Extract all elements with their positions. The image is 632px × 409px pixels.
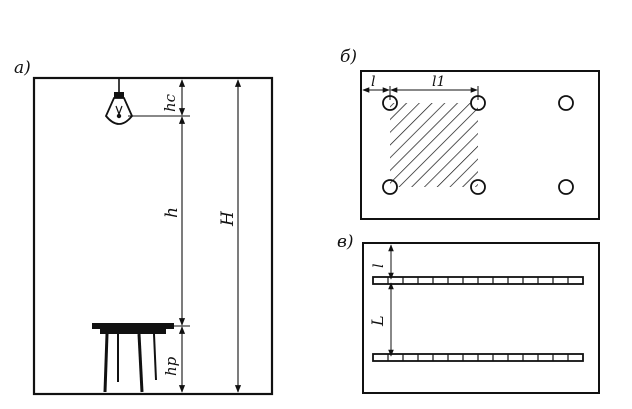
dim-spacing-c: L — [368, 315, 387, 327]
panel-a-label: а) — [14, 58, 31, 78]
luminaire-marker — [382, 179, 398, 195]
ceiling-plan-outline-c — [362, 242, 600, 394]
lamp-icon — [104, 78, 134, 125]
luminaire-marker — [558, 179, 574, 195]
dim-lamp-height: hc — [161, 93, 179, 112]
dim-edge-c: l — [371, 264, 387, 268]
table-icon — [92, 323, 174, 393]
ceiling-plan-outline — [360, 70, 600, 220]
hatched-area — [390, 103, 478, 187]
panel-a: а) hc h H hp — [14, 58, 274, 396]
luminaire-grid — [382, 95, 574, 195]
luminaire-row-bottom — [372, 353, 584, 362]
luminaire-marker — [470, 179, 486, 195]
dim-spacing-b: l1 — [432, 74, 445, 90]
panel-c: в) l L — [337, 232, 600, 394]
dim-table-height: hp — [162, 356, 180, 376]
luminaire-marker — [470, 95, 486, 111]
panel-c-label: в) — [337, 232, 354, 252]
luminaire-marker — [382, 95, 398, 111]
room-outline — [32, 76, 274, 396]
panel-b-label: б) — [340, 47, 357, 67]
panel-b: б) l l1 — [340, 47, 600, 220]
dim-edge-b: l — [371, 74, 375, 90]
dim-work-height: h — [162, 207, 182, 218]
dim-room-height: H — [218, 210, 238, 227]
luminaire-marker — [558, 95, 574, 111]
luminaire-row-top — [372, 276, 584, 285]
